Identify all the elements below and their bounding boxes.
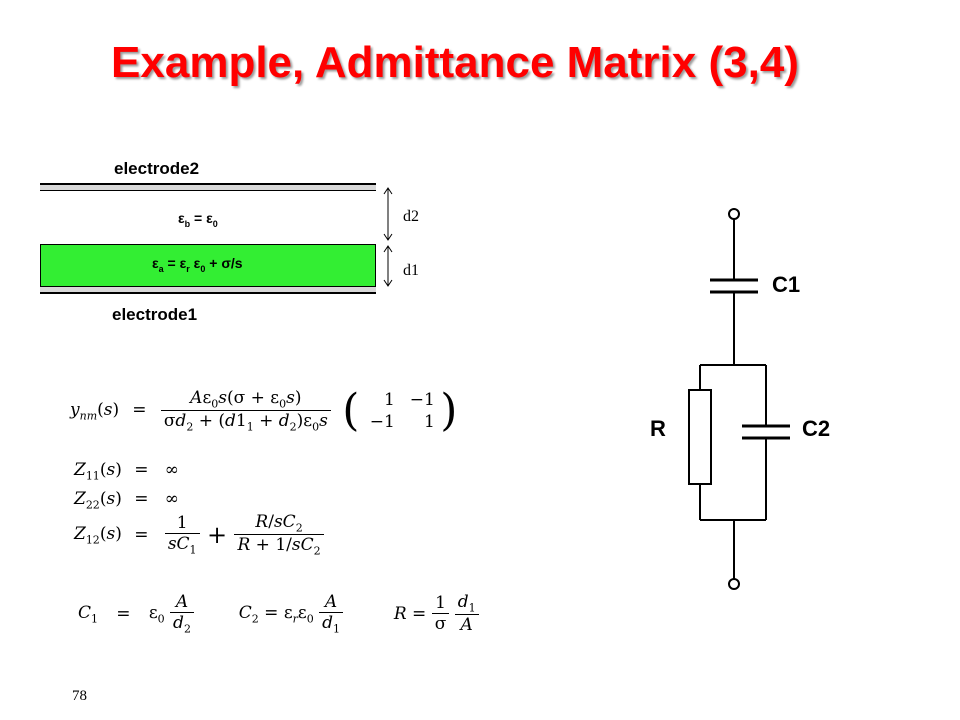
- ynm-fraction: Aε0s(σ + ε0s) σd2 + (d11 + d2)ε0s: [160, 388, 331, 433]
- c2-label: C2: [802, 416, 831, 441]
- c1-label: C1: [772, 272, 801, 297]
- ynm-equation: ynm(s) = Aε0s(σ + ε0s) σd2 + (d11 + d2)ε…: [70, 385, 458, 436]
- slide-title: Example, Admittance Matrix (3,4): [111, 38, 799, 87]
- page-number: 78: [72, 688, 87, 704]
- bottom-terminal: [728, 578, 740, 590]
- c2-capacitor: [742, 424, 790, 440]
- c1-capacitor: [710, 278, 758, 294]
- electrode1-plate: [40, 286, 376, 294]
- lower-dielectric-layer: [40, 244, 376, 287]
- z22-equation: Z22(s) = ∞: [74, 489, 179, 512]
- electrode2-label: electrode2: [114, 159, 200, 178]
- electrode2-plate: [40, 183, 376, 191]
- electrode1-label: electrode1: [112, 305, 198, 324]
- thickness-arrows: [383, 187, 393, 287]
- upper-layer-permittivity: εb = ε0: [178, 210, 218, 229]
- equivalent-circuit: [688, 208, 790, 590]
- d1-label: d1: [403, 262, 419, 279]
- lower-layer-permittivity: εa = εr ε0 + σ/s: [152, 255, 243, 274]
- z11-equation: Z11(s) = ∞: [74, 460, 179, 483]
- d2-label: d2: [403, 208, 419, 225]
- top-terminal: [728, 208, 740, 220]
- r-label: R: [650, 416, 666, 441]
- r-resistor: [688, 389, 712, 485]
